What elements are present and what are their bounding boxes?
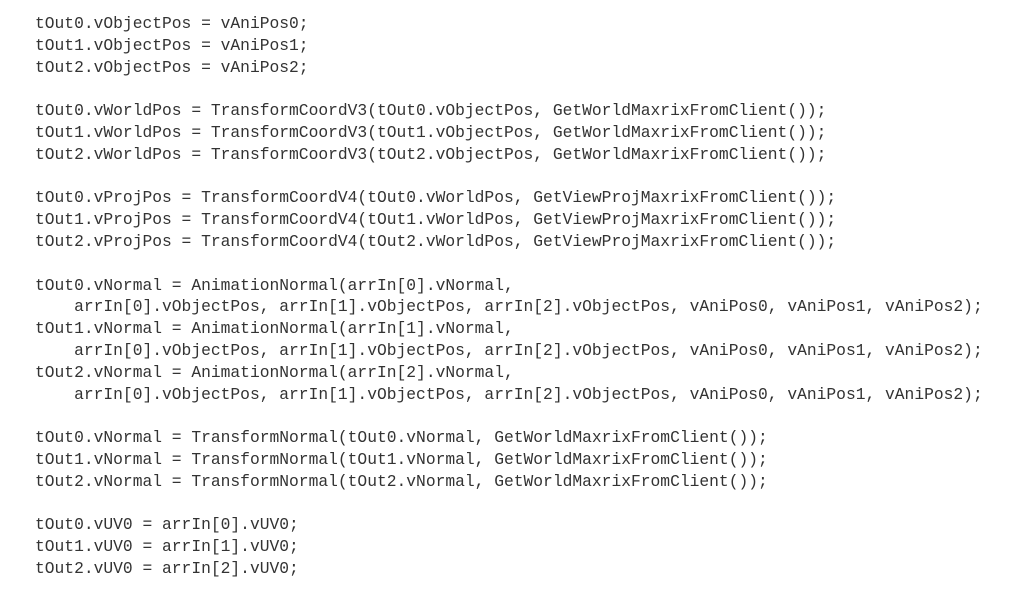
code-line: tOut2.vObjectPos = vAniPos2; bbox=[35, 57, 309, 77]
code-line: tOut1.vObjectPos = vAniPos1; bbox=[35, 35, 309, 55]
code-line: tOut1.vNormal = AnimationNormal(arrIn[1]… bbox=[35, 319, 514, 339]
code-line: tOut2.vWorldPos = TransformCoordV3(tOut2… bbox=[35, 144, 827, 164]
code-line: tOut1.vUV0 = arrIn[1].vUV0; bbox=[35, 537, 299, 557]
code-line: tOut0.vWorldPos = TransformCoordV3(tOut0… bbox=[35, 101, 827, 121]
code-line: tOut2.vUV0 = arrIn[2].vUV0; bbox=[35, 558, 299, 578]
code-line bbox=[35, 405, 983, 427]
code-line: tOut0.vNormal = AnimationNormal(arrIn[0]… bbox=[35, 275, 514, 295]
code-line: tOut2.vNormal = AnimationNormal(arrIn[2]… bbox=[35, 362, 514, 382]
code-line bbox=[35, 166, 983, 188]
code-line: tOut0.vUV0 = arrIn[0].vUV0; bbox=[35, 515, 299, 535]
code-line: tOut2.vNormal = TransformNormal(tOut2.vN… bbox=[35, 471, 768, 491]
code-line: tOut1.vNormal = TransformNormal(tOut1.vN… bbox=[35, 449, 768, 469]
code-line bbox=[35, 78, 983, 100]
code-line: tOut2.vProjPos = TransformCoordV4(tOut2.… bbox=[35, 231, 837, 251]
code-line: tOut1.vProjPos = TransformCoordV4(tOut1.… bbox=[35, 210, 837, 230]
code-line: arrIn[0].vObjectPos, arrIn[1].vObjectPos… bbox=[35, 384, 983, 404]
code-line bbox=[35, 493, 983, 515]
code-line: tOut0.vObjectPos = vAniPos0; bbox=[35, 14, 309, 33]
code-line: tOut0.vNormal = TransformNormal(tOut0.vN… bbox=[35, 428, 768, 448]
code-line: arrIn[0].vObjectPos, arrIn[1].vObjectPos… bbox=[35, 340, 983, 360]
code-line: tOut0.vProjPos = TransformCoordV4(tOut0.… bbox=[35, 188, 837, 208]
code-line bbox=[35, 253, 983, 275]
code-line: arrIn[0].vObjectPos, arrIn[1].vObjectPos… bbox=[35, 297, 983, 317]
code-block: tOut0.vObjectPos = vAniPos0; tOut1.vObjec… bbox=[35, 13, 983, 580]
code-line: tOut1.vWorldPos = TransformCoordV3(tOut1… bbox=[35, 122, 827, 142]
